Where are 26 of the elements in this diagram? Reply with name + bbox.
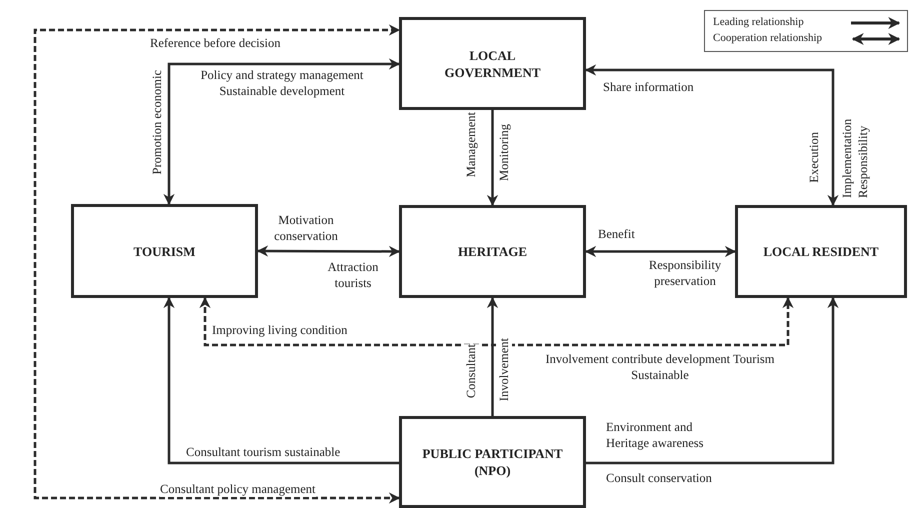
legend-label: Leading relationship — [713, 16, 804, 29]
relation-label: Involvement — [496, 338, 512, 402]
relation-label: Consultant policy management — [160, 481, 316, 497]
edge-label: Consultant — [463, 344, 479, 398]
edge-label: Improving living condition — [212, 322, 348, 338]
entity-box — [399, 205, 586, 298]
dashed-arrow — [199, 296, 794, 346]
arrow — [486, 296, 498, 416]
entity-box — [399, 416, 586, 508]
entity-box — [399, 17, 586, 110]
arrow — [586, 296, 839, 464]
legend-label: Cooperation relationship — [713, 32, 822, 45]
node-title: TOURISM — [134, 242, 196, 260]
node-title: HERITAGE — [458, 243, 528, 260]
entity-box — [71, 204, 258, 298]
arrow — [256, 245, 400, 258]
node-title: LOCAL GOVERNMENT — [443, 46, 542, 80]
entity-box — [735, 205, 907, 298]
node-title: PUBLIC PARTICIPANT (NPO) — [421, 445, 564, 479]
arrow — [486, 110, 498, 206]
dashed-arrow — [34, 24, 400, 504]
node-title: LOCAL RESIDENT — [763, 243, 879, 260]
arrow — [584, 246, 736, 258]
arrow — [163, 58, 400, 206]
arrow — [584, 64, 839, 206]
arrow — [163, 296, 399, 464]
